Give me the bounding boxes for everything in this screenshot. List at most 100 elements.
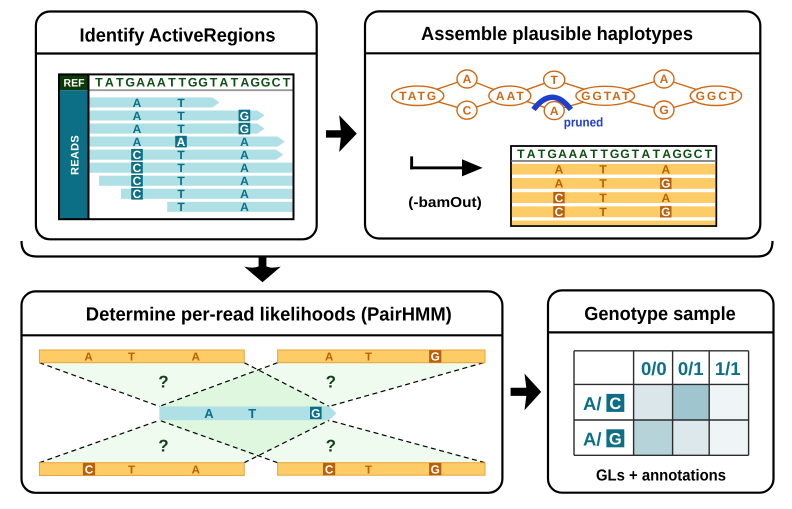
svg-text:A: A: [240, 135, 249, 149]
svg-text:A: A: [527, 147, 536, 161]
svg-text:AAT: AAT: [496, 89, 526, 103]
svg-text:A: A: [568, 147, 577, 161]
svg-text:pruned: pruned: [564, 115, 603, 130]
svg-text:G: G: [431, 462, 440, 476]
svg-text:G: G: [620, 147, 629, 161]
svg-text:T: T: [599, 205, 607, 219]
svg-text:T: T: [177, 161, 185, 175]
svg-text:(-bamOut): (-bamOut): [408, 195, 482, 211]
svg-text:A: A: [240, 148, 249, 162]
svg-text:A: A: [133, 96, 142, 110]
svg-text:?: ?: [158, 373, 168, 392]
svg-text:G: G: [240, 109, 249, 123]
svg-text:G: G: [659, 103, 668, 117]
svg-text:C: C: [463, 103, 472, 117]
svg-text:A: A: [133, 109, 142, 123]
svg-text:T: T: [177, 200, 185, 214]
svg-text:?: ?: [326, 373, 336, 392]
svg-text:G: G: [311, 407, 320, 421]
svg-text:C: C: [85, 462, 94, 476]
svg-text:A: A: [555, 177, 564, 191]
svg-text:C: C: [133, 161, 142, 175]
svg-text:A: A: [240, 187, 249, 201]
svg-text:C: C: [133, 174, 142, 188]
svg-text:G: G: [610, 147, 619, 161]
svg-text:T: T: [177, 96, 185, 110]
svg-text:T: T: [248, 406, 256, 421]
svg-text:T: T: [177, 174, 185, 188]
svg-text:T: T: [365, 464, 372, 476]
svg-text:REF: REF: [64, 78, 85, 90]
svg-text:T: T: [177, 148, 185, 162]
svg-text:GGTAT: GGTAT: [581, 89, 631, 103]
svg-text:GGCT: GGCT: [696, 89, 739, 103]
svg-text:A: A: [661, 191, 670, 205]
svg-text:A: A: [177, 135, 186, 149]
svg-text:T: T: [653, 147, 661, 161]
svg-text:A: A: [662, 147, 671, 161]
svg-text:Identify ActiveRegions: Identify ActiveRegions: [80, 25, 276, 46]
svg-text:T: T: [283, 76, 291, 90]
svg-text:T: T: [705, 147, 713, 161]
svg-text:?: ?: [158, 437, 168, 456]
svg-text:G: G: [125, 76, 135, 90]
svg-text:G: G: [609, 431, 622, 449]
svg-text:C: C: [272, 76, 281, 90]
svg-text:T: T: [231, 76, 239, 90]
svg-text:A: A: [147, 76, 156, 90]
svg-text:A: A: [192, 464, 200, 476]
svg-text:G: G: [240, 122, 249, 136]
svg-text:C: C: [555, 191, 564, 205]
svg-text:C: C: [133, 187, 142, 201]
svg-text:A: A: [157, 76, 166, 90]
svg-text:A: A: [136, 76, 145, 90]
svg-text:G: G: [261, 76, 271, 90]
svg-text:T: T: [599, 177, 607, 191]
svg-text:T: T: [517, 147, 525, 161]
svg-text:A: A: [661, 163, 670, 177]
svg-text:C: C: [133, 148, 142, 162]
svg-text:T: T: [179, 76, 187, 90]
svg-text:A: A: [240, 200, 249, 214]
svg-text:T: T: [128, 464, 135, 476]
svg-text:A: A: [204, 406, 214, 421]
svg-text:G: G: [683, 147, 692, 161]
svg-text:G: G: [547, 147, 556, 161]
svg-text:A: A: [105, 76, 114, 90]
svg-text:A: A: [240, 174, 249, 188]
svg-text:A: A: [463, 72, 472, 86]
svg-text:G: G: [661, 177, 670, 191]
svg-text:Genotype sample: Genotype sample: [584, 304, 736, 325]
svg-text:A: A: [84, 352, 92, 364]
svg-text:C: C: [555, 205, 564, 219]
svg-text:T: T: [210, 76, 218, 90]
svg-text:A: A: [579, 147, 588, 161]
svg-text:A: A: [325, 352, 333, 364]
svg-text:A: A: [660, 72, 669, 86]
svg-text:G: G: [188, 76, 198, 90]
svg-text:C: C: [609, 395, 621, 413]
svg-text:T: T: [551, 73, 559, 87]
svg-text:G: G: [672, 147, 681, 161]
svg-text:C: C: [325, 462, 334, 476]
svg-text:0/1: 0/1: [678, 358, 704, 379]
svg-text:T: T: [177, 109, 185, 123]
svg-text:T: T: [600, 147, 608, 161]
svg-text:A: A: [550, 104, 559, 118]
svg-text:READS: READS: [70, 135, 82, 175]
svg-text:T: T: [95, 76, 103, 90]
svg-text:TATG: TATG: [399, 89, 438, 103]
svg-text:T: T: [632, 147, 640, 161]
svg-text:A/: A/: [583, 428, 602, 449]
svg-text:A: A: [558, 147, 567, 161]
svg-text:A: A: [219, 76, 228, 90]
svg-text:T: T: [177, 187, 185, 201]
svg-text:?: ?: [326, 437, 336, 456]
svg-text:GLs + annotations: GLs + annotations: [596, 467, 726, 484]
svg-text:A/: A/: [583, 393, 602, 414]
svg-text:1/1: 1/1: [715, 358, 741, 379]
svg-text:G: G: [198, 76, 208, 90]
svg-text:T: T: [590, 147, 598, 161]
svg-text:A: A: [133, 135, 142, 149]
svg-text:Assemble plausible haplotypes: Assemble plausible haplotypes: [421, 24, 693, 45]
